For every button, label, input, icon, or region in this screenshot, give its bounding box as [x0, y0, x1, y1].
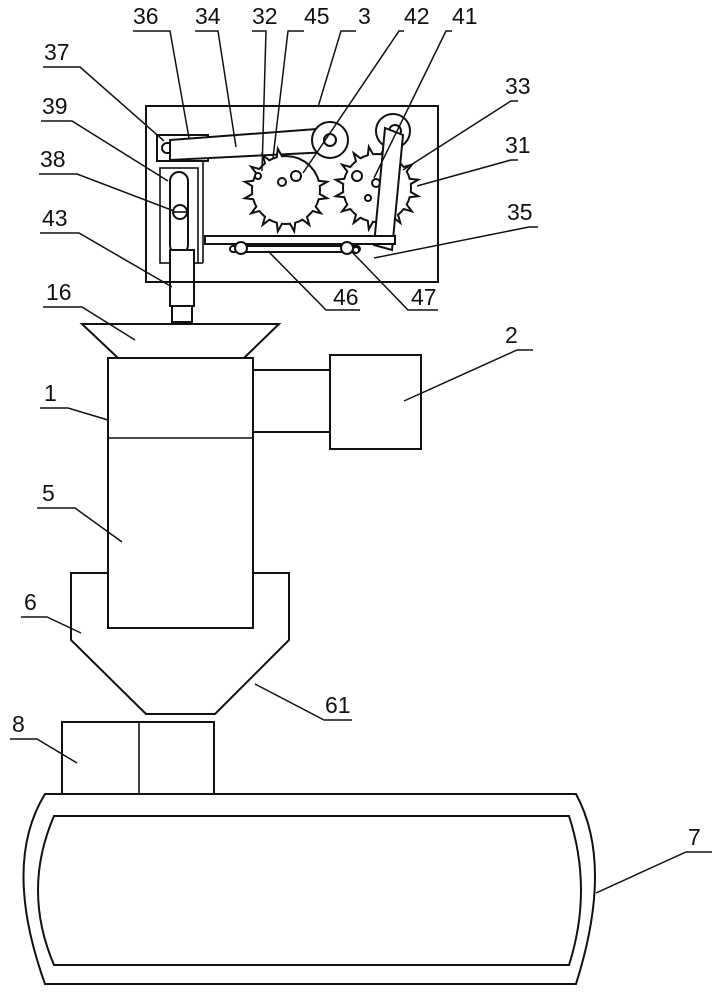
- push-rod-43: [169, 249, 195, 323]
- leader-lines: [10, 30, 712, 894]
- slider-pin-38: [172, 204, 188, 220]
- label-42: 42: [404, 3, 430, 29]
- conveyor-7: [22, 793, 596, 985]
- gear-32: [241, 145, 331, 235]
- label-38: 38: [40, 146, 66, 172]
- label-31: 31: [505, 132, 531, 158]
- label-41: 41: [452, 3, 478, 29]
- label-61: 61: [325, 692, 351, 718]
- label-5: 5: [42, 480, 55, 506]
- label-32: 32: [252, 3, 278, 29]
- part-labels: 36 34 32 45 3 42 41 37 33 39 31 38 35 43…: [12, 3, 701, 850]
- label-8: 8: [12, 711, 25, 737]
- label-7: 7: [688, 824, 701, 850]
- label-43: 43: [42, 205, 68, 231]
- label-3: 3: [358, 3, 371, 29]
- label-1: 1: [44, 380, 57, 406]
- label-39: 39: [42, 93, 68, 119]
- slide-rail-46: [204, 235, 396, 255]
- label-34: 34: [195, 3, 221, 29]
- pulley-42: [311, 121, 349, 159]
- motor-2: [251, 354, 422, 450]
- label-47: 47: [411, 284, 437, 310]
- box-8: [61, 721, 215, 795]
- label-35: 35: [507, 199, 533, 225]
- label-45: 45: [304, 3, 330, 29]
- label-36: 36: [133, 3, 159, 29]
- label-33: 33: [505, 73, 531, 99]
- label-37: 37: [44, 39, 70, 65]
- label-46: 46: [333, 284, 359, 310]
- hopper-16: [79, 323, 282, 359]
- main-body-1: [107, 357, 254, 629]
- collector-6: [70, 572, 290, 715]
- label-16: 16: [46, 279, 72, 305]
- label-2: 2: [505, 322, 518, 348]
- label-6: 6: [24, 589, 37, 615]
